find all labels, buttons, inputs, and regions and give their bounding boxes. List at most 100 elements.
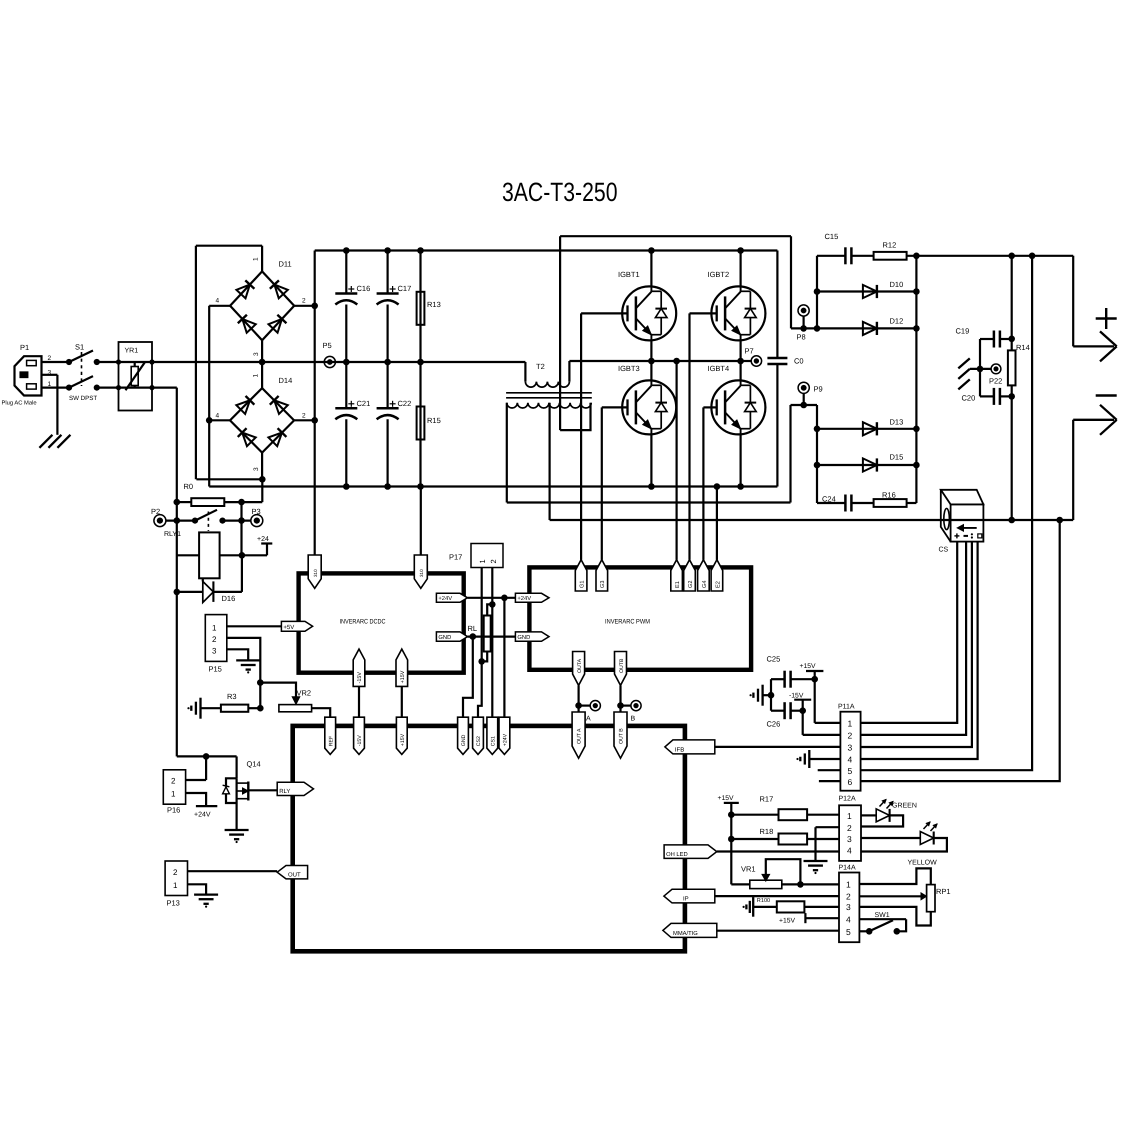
svg-text:R14: R14	[1016, 343, 1030, 352]
svg-text:C16: C16	[357, 284, 371, 293]
svg-text:2: 2	[848, 731, 853, 741]
svg-text:P12A: P12A	[839, 796, 856, 803]
svg-text:OUTA: OUTA	[577, 658, 583, 673]
svg-text:CS: CS	[939, 547, 949, 554]
svg-text:1: 1	[848, 719, 853, 729]
svg-text:C26: C26	[767, 720, 781, 729]
svg-text:1: 1	[212, 624, 217, 633]
svg-text:2: 2	[846, 892, 851, 902]
svg-text:RLY: RLY	[279, 788, 290, 795]
svg-text:P11A: P11A	[838, 704, 855, 711]
svg-text:IGBT1: IGBT1	[618, 270, 640, 279]
svg-text:4: 4	[848, 755, 853, 765]
svg-text:2: 2	[48, 355, 52, 362]
svg-text:RLY1: RLY1	[164, 531, 181, 538]
svg-text:Q14: Q14	[247, 760, 261, 769]
svg-text:R0: R0	[184, 482, 194, 491]
svg-text:C20: C20	[962, 394, 976, 403]
svg-text:3: 3	[253, 467, 260, 471]
svg-text:3: 3	[253, 352, 260, 356]
svg-text:R18: R18	[760, 827, 774, 836]
svg-text:GND: GND	[517, 634, 530, 641]
svg-text:P14A: P14A	[839, 865, 856, 872]
svg-text:IP: IP	[683, 896, 689, 903]
svg-text:REF: REF	[328, 736, 334, 746]
svg-text:E2: E2	[715, 581, 721, 588]
svg-text:D15: D15	[890, 453, 904, 462]
svg-text:2: 2	[302, 298, 306, 305]
svg-text:4: 4	[847, 846, 852, 856]
svg-text:6: 6	[848, 777, 853, 787]
svg-text:P8: P8	[797, 333, 806, 342]
svg-text:YR1: YR1	[125, 348, 139, 355]
svg-text:IGBT4: IGBT4	[708, 364, 730, 373]
svg-text:D10: D10	[890, 280, 904, 289]
svg-text:3: 3	[212, 647, 217, 656]
svg-text:INVERARC PWM: INVERARC PWM	[605, 619, 650, 626]
svg-text:310: 310	[313, 569, 318, 577]
svg-text:P17: P17	[449, 553, 462, 562]
svg-text:P7: P7	[745, 347, 754, 356]
svg-text:2: 2	[171, 777, 176, 786]
svg-text:4: 4	[846, 915, 851, 925]
svg-text:GREEN: GREEN	[892, 803, 917, 810]
svg-text:Plug AC Male: Plug AC Male	[2, 400, 37, 407]
svg-text:3: 3	[48, 370, 52, 377]
svg-text:D12: D12	[890, 317, 904, 326]
svg-text:P9: P9	[814, 385, 823, 394]
svg-text:R17: R17	[760, 795, 774, 804]
svg-text:G1: G1	[580, 581, 586, 588]
svg-text:E1: E1	[675, 581, 681, 588]
svg-text:G2: G2	[688, 581, 694, 588]
svg-text:R16: R16	[882, 491, 896, 500]
svg-text:IGBT2: IGBT2	[708, 270, 730, 279]
svg-text:3: 3	[846, 902, 851, 912]
svg-text:C15: C15	[825, 232, 839, 241]
svg-text:T2: T2	[536, 362, 545, 371]
svg-text:OUTB: OUTB	[619, 658, 625, 673]
svg-text:INVERARC DCDC: INVERARC DCDC	[340, 619, 386, 626]
svg-text:YELLOW: YELLOW	[908, 860, 938, 867]
svg-text:+15V: +15V	[718, 795, 735, 802]
svg-text:R15: R15	[427, 416, 441, 425]
svg-text:G3: G3	[600, 581, 606, 588]
svg-text:C17: C17	[398, 284, 412, 293]
svg-text:+24V: +24V	[503, 733, 509, 746]
svg-text:C0: C0	[794, 357, 804, 366]
svg-text:1: 1	[846, 880, 851, 890]
svg-text:+5V: +5V	[283, 624, 294, 631]
svg-text:OUT A: OUT A	[577, 728, 583, 744]
svg-text:RP1: RP1	[936, 887, 951, 896]
svg-text:GND: GND	[438, 634, 451, 641]
svg-text:C25: C25	[767, 655, 781, 664]
svg-text:4: 4	[216, 413, 220, 420]
svg-text:5: 5	[846, 927, 851, 937]
svg-text:+15V: +15V	[779, 918, 796, 925]
svg-text:A: A	[586, 716, 591, 723]
svg-text:+24: +24	[257, 536, 269, 543]
svg-text:C19: C19	[956, 327, 970, 336]
svg-text:5: 5	[848, 766, 853, 776]
svg-text:R3: R3	[227, 692, 237, 701]
svg-text:OUT: OUT	[288, 872, 301, 879]
svg-text:2: 2	[212, 635, 217, 644]
svg-text:SW DPST: SW DPST	[69, 395, 97, 402]
svg-text:1: 1	[173, 881, 178, 890]
svg-text:P22: P22	[989, 377, 1002, 386]
svg-text:C24: C24	[822, 495, 836, 504]
svg-text:1: 1	[171, 790, 176, 799]
svg-text:R13: R13	[427, 300, 441, 309]
svg-text:SW1: SW1	[875, 912, 890, 919]
svg-text:S1: S1	[75, 343, 84, 352]
svg-text:2: 2	[847, 823, 852, 833]
svg-text:3: 3	[847, 834, 852, 844]
svg-text:B: B	[631, 716, 636, 723]
svg-text:1: 1	[48, 381, 52, 388]
svg-text:2: 2	[489, 559, 498, 563]
svg-text:P13: P13	[167, 899, 180, 908]
svg-text:D16: D16	[222, 594, 236, 603]
svg-text:OH LED: OH LED	[666, 851, 688, 858]
svg-text:P16: P16	[167, 806, 180, 815]
svg-text:VR2: VR2	[297, 689, 312, 698]
svg-text:C21: C21	[357, 399, 371, 408]
